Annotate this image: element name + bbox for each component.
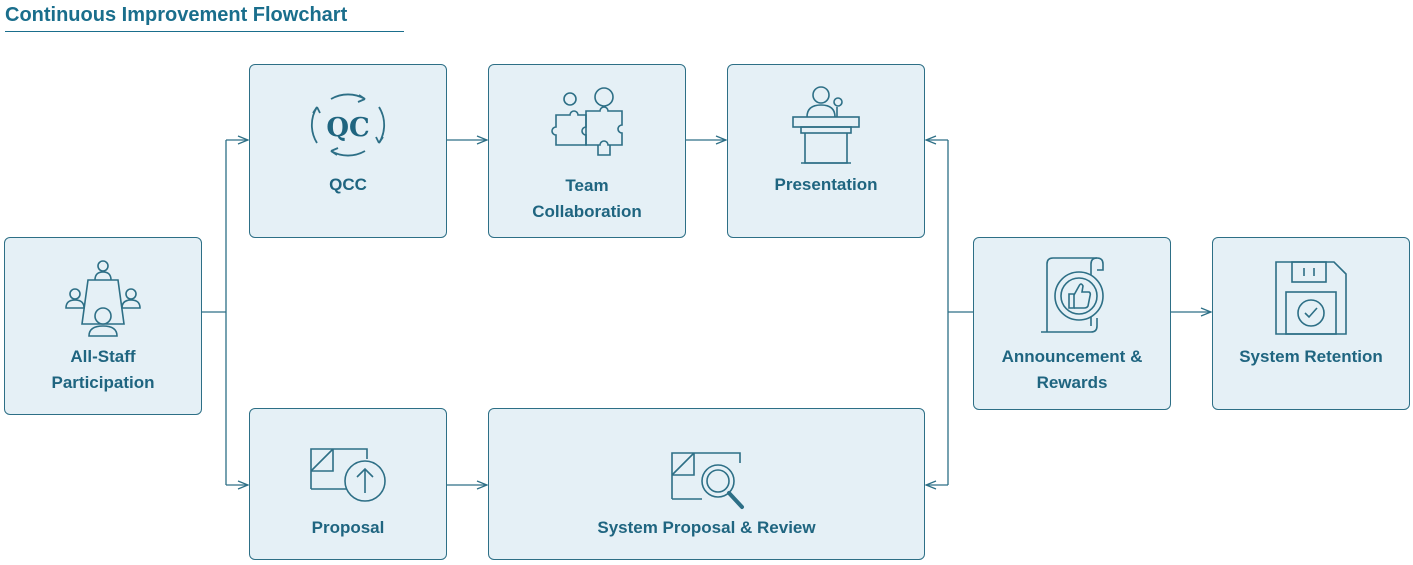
node-label: Announcement & Rewards xyxy=(1001,347,1143,392)
node-all-staff-participation: All-Staff Participation xyxy=(4,237,202,415)
node-presentation: Presentation xyxy=(727,64,925,238)
node-proposal: Proposal xyxy=(249,408,447,560)
node-team-collaboration: Team Collaboration xyxy=(488,64,686,238)
document-search-icon xyxy=(670,452,744,509)
node-label: System Proposal & Review xyxy=(597,518,816,537)
node-label: All-Staff Participation xyxy=(51,347,155,392)
node-label: Proposal xyxy=(311,518,385,537)
floppy-save-icon xyxy=(1275,261,1347,335)
connector-allstaff-branch xyxy=(202,140,227,485)
node-announcement-rewards: Announcement & Rewards xyxy=(973,237,1171,410)
meeting-table-icon xyxy=(65,260,141,337)
qc-cycle-icon: QC xyxy=(310,93,386,157)
thumbs-up-certificate-icon xyxy=(1041,257,1104,333)
node-label: QCC xyxy=(329,175,367,194)
connector-announcement-branch xyxy=(947,140,973,485)
node-qcc: QC QCC xyxy=(249,64,447,238)
node-label: Presentation xyxy=(774,175,878,194)
node-label: Team Collaboration xyxy=(532,176,642,221)
podium-speaker-icon xyxy=(792,86,860,164)
node-label: System Retention xyxy=(1239,347,1383,366)
document-upload-icon xyxy=(310,448,386,502)
node-system-proposal-review: System Proposal & Review xyxy=(488,408,925,560)
puzzle-people-icon xyxy=(551,87,623,156)
node-system-retention: System Retention xyxy=(1212,237,1410,410)
svg-text:QC: QC xyxy=(326,113,369,143)
page-title: Continuous Improvement Flowchart xyxy=(5,4,404,32)
